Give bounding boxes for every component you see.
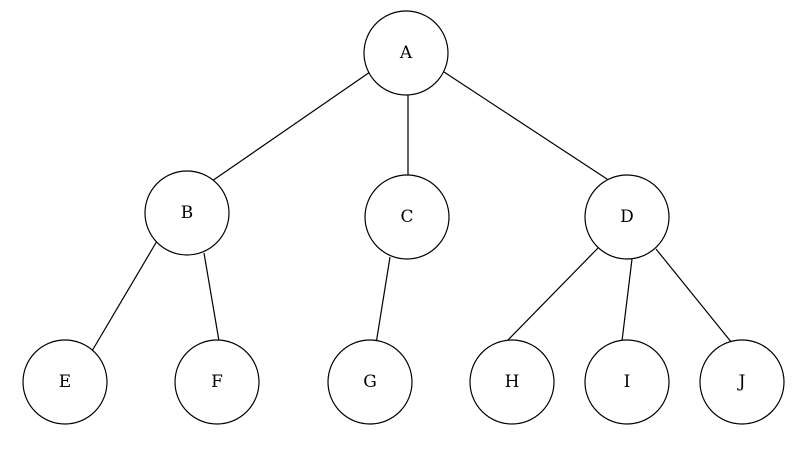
tree-nodes: A B C D E F G H xyxy=(22,10,785,425)
node-circle xyxy=(364,174,450,260)
node-J: J xyxy=(699,339,785,425)
node-E: E xyxy=(22,339,108,425)
node-circle xyxy=(699,339,785,425)
node-circle xyxy=(327,339,413,425)
node-label: I xyxy=(624,372,631,392)
edge-D-H xyxy=(506,247,599,342)
node-label: F xyxy=(211,372,223,392)
edge-A-B xyxy=(211,71,371,182)
node-G: G xyxy=(327,339,413,425)
node-circle xyxy=(144,170,230,256)
node-label: J xyxy=(737,372,746,392)
edge-B-F xyxy=(203,252,220,342)
edge-C-G xyxy=(375,256,391,345)
node-label: C xyxy=(400,207,413,227)
edge-D-I xyxy=(621,258,633,342)
node-circle xyxy=(363,10,449,96)
node-D: D xyxy=(584,174,670,260)
node-I: I xyxy=(584,339,670,425)
node-H: H xyxy=(469,339,555,425)
node-label: A xyxy=(399,43,413,63)
edge-D-J xyxy=(655,248,733,344)
node-circle xyxy=(469,339,555,425)
node-A: A xyxy=(363,10,449,96)
node-circle xyxy=(584,339,670,425)
node-circle xyxy=(584,174,670,260)
node-F: F xyxy=(174,339,260,425)
node-label: H xyxy=(505,372,520,392)
edge-A-D xyxy=(443,71,611,182)
node-circle xyxy=(22,339,108,425)
node-circle xyxy=(174,339,260,425)
node-label: E xyxy=(59,372,71,392)
node-label: B xyxy=(181,203,194,223)
node-C: C xyxy=(364,174,450,260)
edge-B-E xyxy=(91,240,158,352)
node-label: G xyxy=(363,372,377,392)
tree-edges xyxy=(91,71,733,352)
node-B: B xyxy=(144,170,230,256)
node-label: D xyxy=(620,207,634,227)
